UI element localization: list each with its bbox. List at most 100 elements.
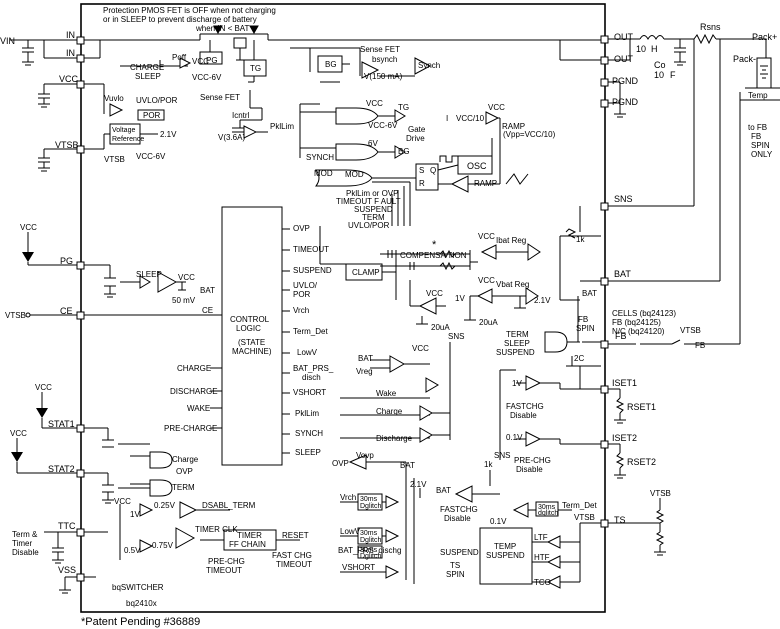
term-1k-label: 1k xyxy=(484,460,493,469)
deglitch-2b: Dglitch xyxy=(360,537,382,544)
timer-025v-label: 0.25V xyxy=(154,501,176,510)
pin-pg: PG xyxy=(60,256,73,266)
fb-spin-inner-2: SPIN xyxy=(576,324,595,333)
vovp-label: Vovp xyxy=(356,451,374,460)
pin-iset1: ISET1 xyxy=(612,378,637,388)
fast-chg-timeout-1: FAST CHG xyxy=(272,551,312,560)
temp-label: Temp xyxy=(748,91,768,100)
reg-21v-label: 2.1V xyxy=(534,296,551,305)
pg-bat-label: BAT xyxy=(200,286,215,295)
pin-ttc: TTC xyxy=(58,521,76,531)
ltf-label: LTF xyxy=(534,533,548,542)
output-cap-name: Co xyxy=(654,60,666,70)
v150-label: V(150 mA) xyxy=(364,72,403,81)
cl-in-por: POR xyxy=(293,290,311,299)
regulation-loops xyxy=(319,206,601,325)
tg-box-label: TG xyxy=(250,64,261,73)
timer-chain-1: TIMER xyxy=(237,531,262,540)
pack-minus-label: Pack- xyxy=(733,54,756,64)
or-input-1: TIMEOUT F AULT xyxy=(336,197,401,206)
latch-q-label: Q xyxy=(430,166,436,175)
por-box-label: POR xyxy=(143,111,161,120)
pg-50mv-label: 50 mV xyxy=(172,296,196,305)
voltage-reference-1: Voltage xyxy=(112,127,135,134)
term-sns-label: SNS xyxy=(494,451,510,460)
term-fastchg-label: FASTCHG xyxy=(440,505,478,514)
cl-in-vshort: VSHORT xyxy=(293,388,326,397)
reg-vcc-2: VCC xyxy=(478,276,495,285)
reg-1k-label: 1k xyxy=(576,235,585,244)
pin-fb: FB xyxy=(615,331,627,341)
synch-label: Synch xyxy=(418,61,440,70)
term-01v-label: 0.1V xyxy=(490,517,507,526)
control-logic-inputs xyxy=(210,228,290,454)
cl-out-charge: CHARGE xyxy=(177,364,211,373)
ibat-reg-label: Ibat Reg xyxy=(496,236,526,245)
term-det-label: Term_Det xyxy=(562,501,597,510)
ce-inner-label: CE xyxy=(202,306,213,315)
rset2-label: RSET2 xyxy=(627,457,656,467)
mid-vcc-label: VCC xyxy=(412,344,429,353)
deglitch-2a: 30ms xyxy=(360,530,378,537)
vtsb-inside-label: VTSB xyxy=(104,155,125,164)
timer-reset-label: RESET xyxy=(282,531,309,540)
gate-driver xyxy=(299,103,529,193)
cl-in-pklim: PklLim xyxy=(295,409,319,418)
gate-drive-label-2: Drive xyxy=(406,134,425,143)
right-external-wiring xyxy=(608,33,780,556)
timer-1v-label: 1V xyxy=(130,510,140,519)
latch-r-label: R xyxy=(419,179,425,188)
sense-fet-label-2: Sense FET xyxy=(360,45,400,54)
mid-vreg-label: Vreg xyxy=(356,367,373,376)
bqswitcher-label: bqSWITCHER xyxy=(112,583,164,592)
timer-clk-label: TIMER CLK xyxy=(195,525,238,534)
timer-vcc-label: VCC xyxy=(114,497,131,506)
discharge-comp-label: Discharge xyxy=(376,434,413,443)
pin-out-1: OUT xyxy=(614,32,634,42)
part-number-label: bq2410x xyxy=(126,599,157,608)
poff-vcc6v-label: VCC-6V xyxy=(192,73,222,82)
cl-in-sleep: SLEEP xyxy=(295,448,321,457)
term-dg-2: dglitch xyxy=(538,510,558,517)
rsns-label: Rsns xyxy=(700,22,721,32)
pin-pgnd-2: PGND xyxy=(612,97,639,107)
drv-6v-label: 6V xyxy=(368,139,378,148)
stat2-led-vcc: VCC xyxy=(10,429,27,438)
iset1-disable-label: Disable xyxy=(510,411,537,420)
nc-bq-label: N/C (bq24120) xyxy=(612,327,665,336)
ramp-vcc-label: VCC xyxy=(488,103,505,112)
deglitch-1a: 30ms xyxy=(360,496,378,503)
lower-right-comparators xyxy=(454,369,601,589)
rset1-label: RSET1 xyxy=(627,402,656,412)
ic-outline xyxy=(80,3,606,613)
pin-in-2: IN xyxy=(66,48,75,58)
cl-in-ovp: OVP xyxy=(293,224,310,233)
timer-chain-2: FF CHAIN xyxy=(229,540,266,549)
term-disable-label: Disable xyxy=(444,514,471,523)
top-power-path xyxy=(84,25,601,139)
gate-suspend-label: SUSPEND xyxy=(496,348,535,357)
uvlo-reference xyxy=(84,83,165,150)
cells-label: CELLS (bq24123) xyxy=(612,309,676,318)
cl-in-timeout: TIMEOUT xyxy=(293,245,329,254)
iset2-disable-label: Disable xyxy=(516,465,543,474)
ramp-vcc10-label: VCC/10 xyxy=(456,114,485,123)
drv-vcc6v-label: VCC-6V xyxy=(368,121,398,130)
or-input-4: UVLO/POR xyxy=(348,221,390,230)
or-input-wires xyxy=(372,181,411,226)
gate-term-label: TERM xyxy=(506,330,529,339)
cl-in-batprs: BAT_PRS_ xyxy=(293,364,334,373)
iset2-prechg-label: PRE-CHG xyxy=(514,456,551,465)
term-timer-label-2: Timer xyxy=(12,539,32,548)
clamp-1v-label: 1V xyxy=(455,294,465,303)
term-timer-label-1: Term & xyxy=(12,530,38,539)
wake-label: Wake xyxy=(376,389,397,398)
lower-center-comparators xyxy=(340,454,421,584)
stat1-led-vcc: VCC xyxy=(35,383,52,392)
term-bat-label: BAT xyxy=(436,486,451,495)
ramp-top-label: RAMP xyxy=(502,122,525,131)
lower-21v-label: 2.1V xyxy=(410,480,427,489)
fb-vtsb-label: VTSB xyxy=(680,326,701,335)
cl-in-vrch: Vrch xyxy=(293,306,309,315)
mid-sns-label: SNS xyxy=(448,332,464,341)
